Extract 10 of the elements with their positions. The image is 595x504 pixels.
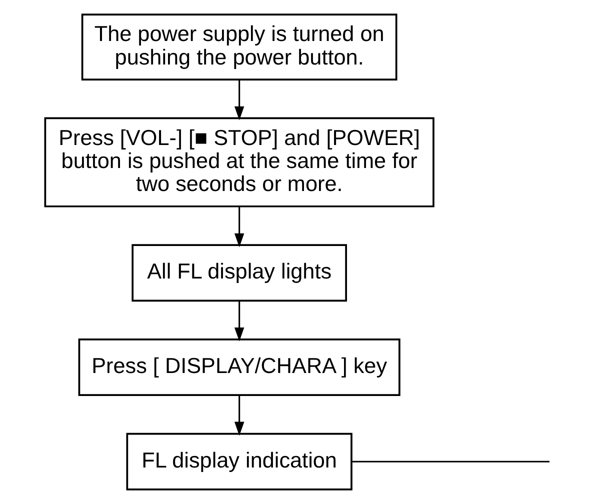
node-box: Press [VOL-] [■ STOP] and [POWER] button is pushed at the same time for two seconds or more. bbox=[44, 117, 434, 208]
node-box: The power supply is turned on pushing the power button. bbox=[80, 14, 397, 80]
arrow bbox=[234, 206, 244, 248]
connector bbox=[351, 460, 549, 462]
node-box: All FL display lights bbox=[131, 244, 346, 302]
node-box: FL display indication bbox=[126, 432, 352, 490]
arrow bbox=[234, 80, 244, 120]
arrow bbox=[234, 300, 244, 342]
arrow bbox=[234, 395, 244, 436]
node-box: Press [ DISPLAY/CHARA ] key bbox=[78, 338, 400, 396]
